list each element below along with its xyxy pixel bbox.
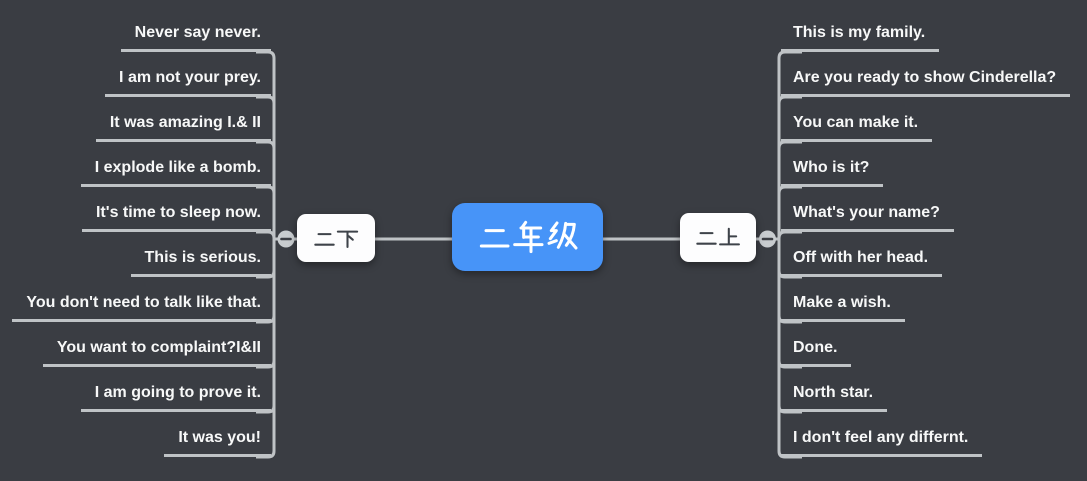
branch-node-ershang[interactable]: 二上 [680,213,756,262]
child-topic[interactable]: I am not your prey. [105,68,271,97]
child-topic-row: Never say never. [120,7,271,52]
child-topic-row: North star. [781,367,888,412]
child-topic[interactable]: This is my family. [781,23,940,52]
child-topic-row: You can make it. [781,97,933,142]
child-topic-row: This is my family. [781,7,940,52]
child-topic-row: You want to complaint?I&II [42,322,271,367]
child-connector [777,50,802,239]
child-topic-row: I don't feel any differnt. [781,412,983,457]
collapse-button-right[interactable] [759,230,776,248]
child-topic[interactable]: It's time to sleep now. [81,203,271,232]
child-connector [777,95,802,239]
child-topic[interactable]: Never say never. [120,23,271,52]
child-topic[interactable]: You don't need to talk like that. [12,293,271,322]
child-connector [777,140,802,239]
child-topic[interactable]: Make a wish. [781,293,905,322]
child-topic[interactable]: What's your name? [781,203,954,232]
child-connector [256,140,276,239]
child-topic[interactable]: Who is it? [781,158,884,187]
child-topic[interactable]: You want to complaint?I&II [42,338,271,367]
child-topic-row: It's time to sleep now. [81,187,271,232]
child-topic[interactable]: Off with her head. [781,248,943,277]
root-topic-node[interactable]: 二年级 [452,203,603,271]
child-connector [256,50,276,239]
child-topic-row: Are you ready to show Cinderella? [781,52,1071,97]
child-topic-row: You don't need to talk like that. [12,277,271,322]
collapse-button-left[interactable] [277,230,295,248]
child-topic-row: Done. [781,322,852,367]
child-topic[interactable]: I don't feel any differnt. [781,428,983,457]
child-topic-row: It was amazing I.& II [95,97,271,142]
child-topic-row: I explode like a bomb. [80,142,271,187]
child-topic[interactable]: This is serious. [130,248,271,277]
child-topic-row: Off with her head. [781,232,943,277]
child-topic[interactable]: Are you ready to show Cinderella? [781,68,1071,97]
child-topic[interactable]: I explode like a bomb. [80,158,271,187]
child-topic-row: I am not your prey. [105,52,271,97]
child-topic-row: It was you! [164,412,271,457]
child-connector [256,95,276,239]
cjk-glyph-erxia [314,230,359,248]
child-topic-row: Who is it? [781,142,884,187]
child-topic[interactable]: North star. [781,383,888,412]
child-topic[interactable]: It was you! [164,428,271,457]
child-topic[interactable]: Done. [781,338,852,367]
child-topic[interactable]: You can make it. [781,113,933,142]
branch-children-right: This is my family. Are you ready to show … [781,7,1071,457]
cjk-glyph-ershang [696,227,740,246]
child-topic-row: What's your name? [781,187,954,232]
child-connector [777,239,802,459]
child-topic-row: This is serious. [130,232,271,277]
child-topic-row: Make a wish. [781,277,905,322]
branch-children-left: Never say never. I am not your prey. It wa… [12,7,271,457]
child-topic[interactable]: I am going to prove it. [80,383,271,412]
child-connector [777,185,802,239]
cjk-glyph-ernianji [479,220,577,254]
child-topic-row: I am going to prove it. [80,367,271,412]
child-topic[interactable]: It was amazing I.& II [95,113,271,142]
child-connector [256,239,276,459]
branch-node-erxia[interactable]: 二下 [297,214,375,262]
child-connector [256,185,276,239]
